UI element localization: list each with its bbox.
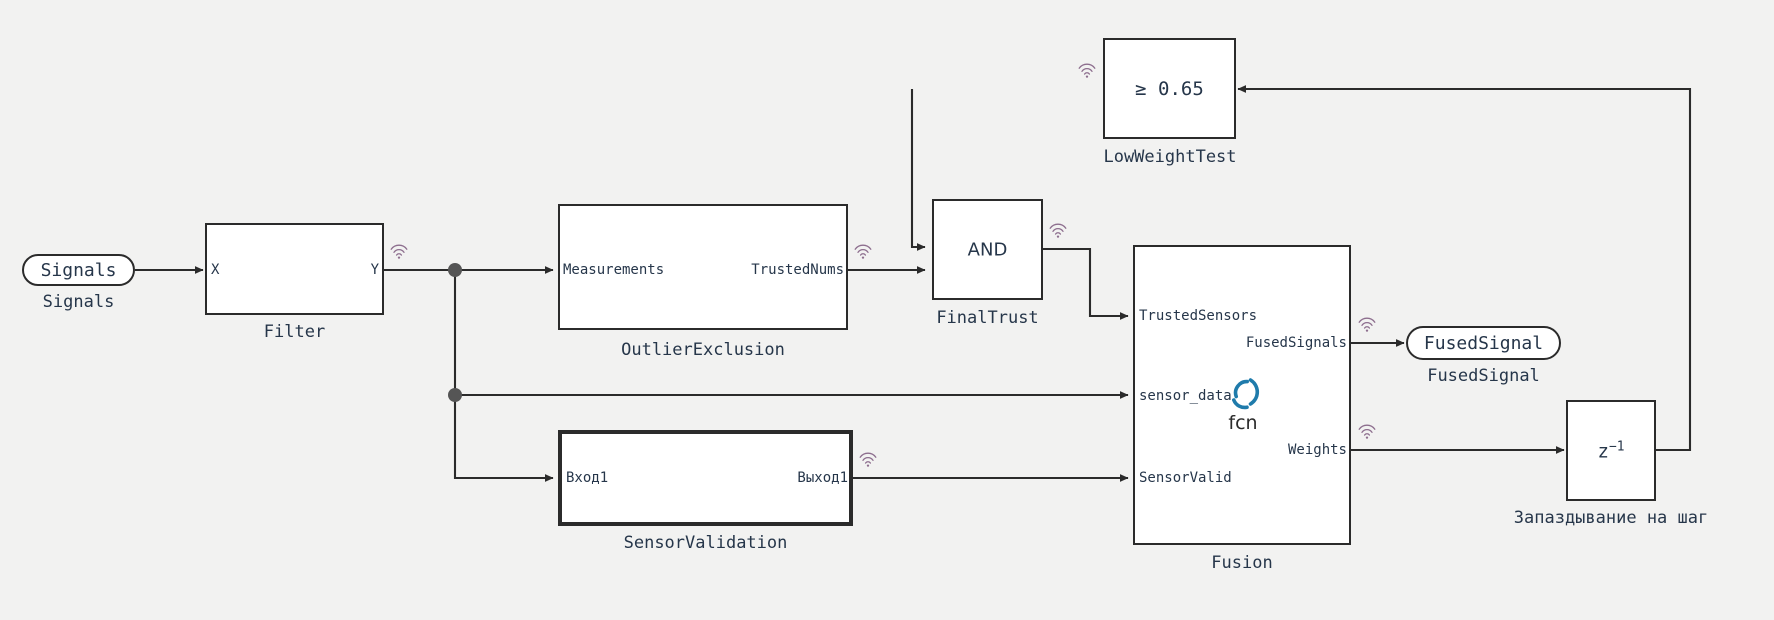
inport-signals-label: Signals — [42, 292, 115, 312]
block-finaltrust-label: FinalTrust — [936, 308, 1039, 328]
branch-point-1 — [448, 263, 462, 277]
block-outlierexclusion[interactable] — [558, 204, 848, 330]
signal-viewer-icon[interactable] — [1357, 316, 1377, 332]
block-filter-label: Filter — [263, 322, 326, 342]
wire-branch2-to-sensorvalidation — [453, 395, 554, 482]
signal-viewer-icon[interactable] — [853, 243, 873, 259]
filter-inport-label: X — [211, 262, 220, 278]
block-sensorvalidation[interactable] — [558, 430, 853, 526]
block-outlierexclusion-label: OutlierExclusion — [621, 340, 785, 360]
unitdelay-base: z — [1597, 440, 1609, 463]
fusion-inport-trustedsensors-label: TrustedSensors — [1139, 308, 1258, 324]
unitdelay-exponent: −1 — [1608, 438, 1625, 454]
block-filter[interactable] — [205, 223, 384, 315]
block-lowweighttest[interactable]: ≥ 0.65 — [1103, 38, 1236, 139]
matlab-function-icon — [1232, 378, 1260, 410]
signal-viewer-icon[interactable] — [858, 451, 878, 467]
signal-viewer-icon[interactable] — [1048, 222, 1068, 238]
signal-viewer-icon[interactable] — [1077, 62, 1097, 78]
wire-lowweighttest-to-finaltrust — [910, 89, 926, 251]
block-fusion[interactable] — [1133, 245, 1351, 545]
block-lowweighttest-label: LowWeightTest — [1103, 147, 1237, 167]
outlierexclusion-inport-label: Measurements — [563, 262, 665, 278]
block-finaltrust-text: AND — [967, 239, 1008, 260]
block-fusion-label: Fusion — [1211, 553, 1273, 573]
signal-viewer-icon[interactable] — [1357, 423, 1377, 439]
inport-signals[interactable]: Signals — [22, 254, 135, 286]
block-sensorvalidation-label: SensorValidation — [623, 533, 788, 553]
block-lowweighttest-text: ≥ 0.65 — [1135, 77, 1204, 100]
block-unitdelay-text: z−1 — [1598, 439, 1625, 462]
fusion-inport-sensordata-label: sensor_data — [1139, 388, 1232, 404]
sensorvalidation-outport-label: Выход1 — [797, 470, 848, 486]
outport-fusedsignal-label: FusedSignal — [1427, 366, 1540, 386]
matlab-function-caption: fcn — [1228, 412, 1258, 434]
fusion-outport-weights-label: Weights — [1287, 442, 1347, 458]
filter-outport-label: Y — [370, 262, 379, 278]
sensorvalidation-inport-label: Вход1 — [566, 470, 609, 486]
wire-finaltrust-to-fusion — [1043, 247, 1129, 320]
inport-signals-text: Signals — [40, 259, 117, 281]
signal-viewer-icon[interactable] — [389, 243, 409, 259]
block-unitdelay[interactable]: z−1 — [1566, 400, 1656, 501]
outport-fusedsignal[interactable]: FusedSignal — [1406, 326, 1561, 360]
block-finaltrust[interactable]: AND — [932, 199, 1043, 300]
block-unitdelay-label: Запаздывание на шаг — [1513, 508, 1709, 528]
fusion-inport-sensorvalid-label: SensorValid — [1139, 470, 1232, 486]
outport-fusedsignal-text: FusedSignal — [1423, 332, 1544, 354]
fusion-outport-fusedsignals-label: FusedSignals — [1245, 335, 1347, 351]
outlierexclusion-outport-label: TrustedNums — [751, 262, 844, 278]
branch-point-2 — [448, 388, 462, 402]
